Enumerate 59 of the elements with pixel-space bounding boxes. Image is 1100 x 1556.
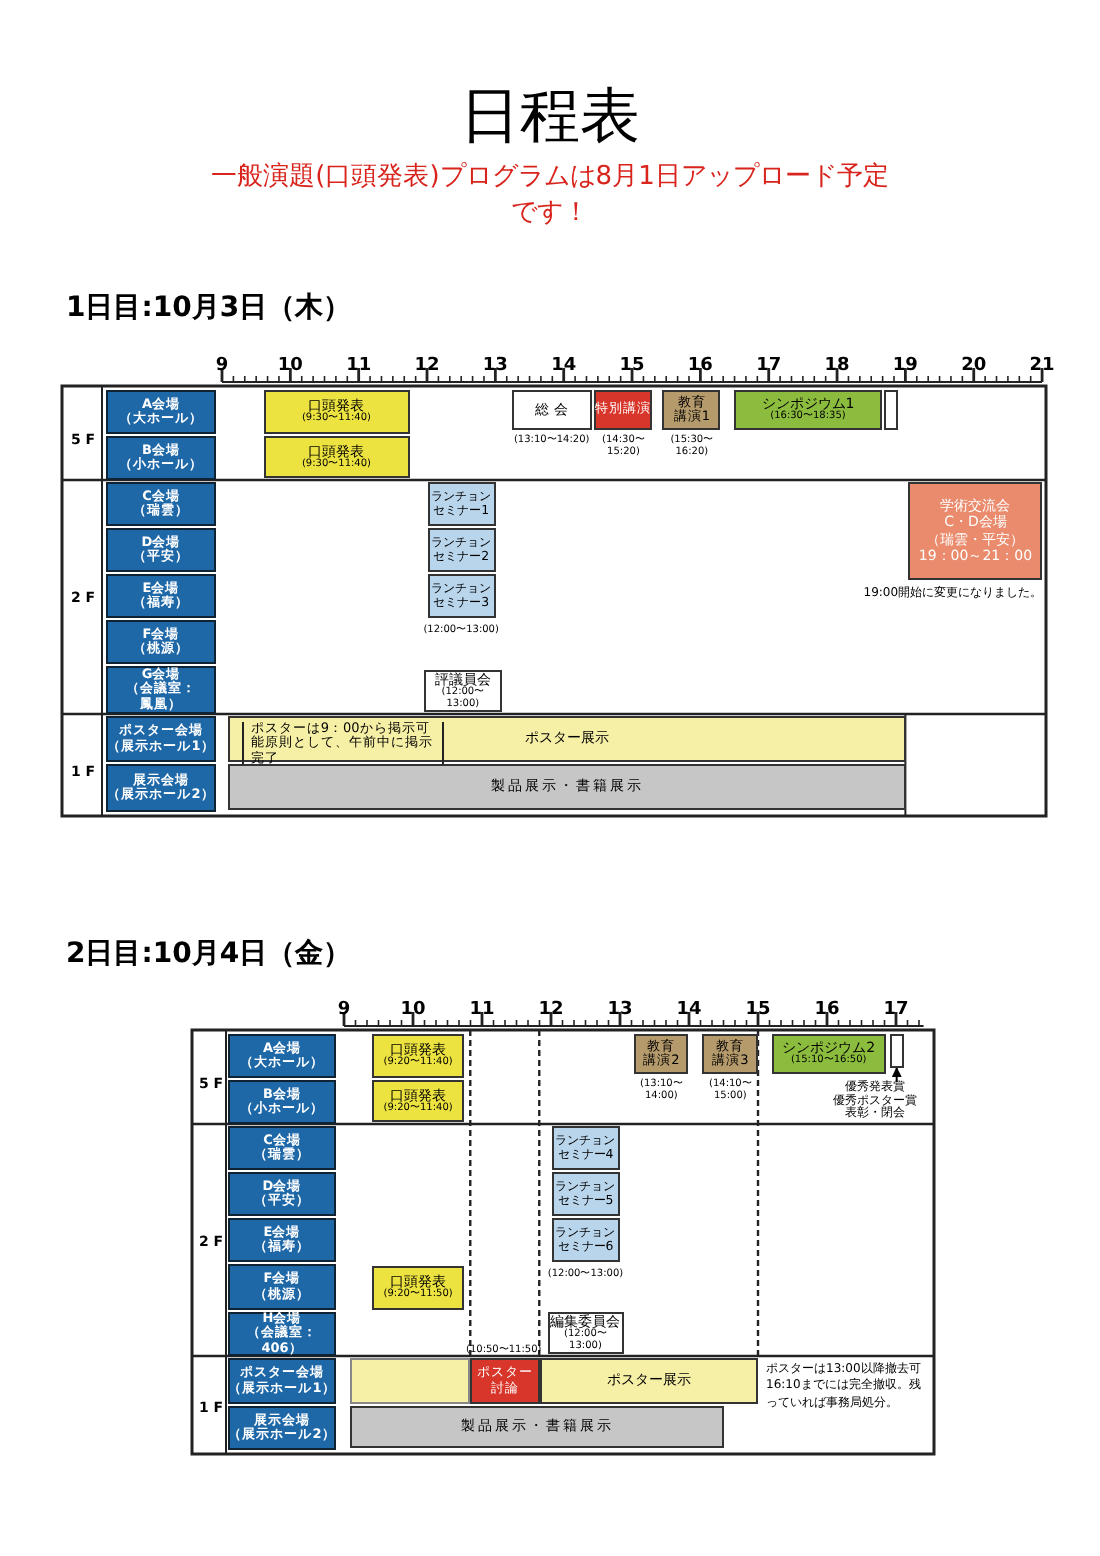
room-header xyxy=(106,528,216,572)
room-header xyxy=(106,716,216,762)
hour-label: 17 xyxy=(754,356,784,376)
room-header xyxy=(228,1034,336,1078)
room-header xyxy=(106,436,216,480)
room-header xyxy=(228,1172,336,1216)
symposium-block xyxy=(771,1034,886,1074)
room-header xyxy=(228,1218,336,1262)
hour-label: 9 xyxy=(213,356,231,376)
room-header xyxy=(106,666,216,714)
oral-session-block xyxy=(371,1034,465,1078)
hour-label: 20 xyxy=(959,356,989,376)
room-header xyxy=(228,1312,336,1356)
hour-label: 13 xyxy=(480,356,510,376)
session-block xyxy=(889,1034,905,1068)
room-header xyxy=(106,574,216,618)
hour-label: 17 xyxy=(881,1000,911,1020)
hour-label: 11 xyxy=(344,356,374,376)
session-block xyxy=(547,1312,624,1354)
session-block xyxy=(884,390,898,430)
poster-bar xyxy=(228,716,906,762)
room-header xyxy=(228,1126,336,1170)
hour-label: 12 xyxy=(412,356,442,376)
leader-arrow xyxy=(891,1067,902,1083)
hour-label: 15 xyxy=(743,1000,773,1020)
hour-label: 9 xyxy=(335,1000,353,1020)
hour-label: 10 xyxy=(275,356,305,376)
page-title: 日程表 xyxy=(458,80,642,156)
day-heading: 2日目:10月4日（金） xyxy=(66,936,352,972)
hour-label: 11 xyxy=(467,1000,497,1020)
hour-label: 14 xyxy=(549,356,579,376)
oral-session-block xyxy=(371,1080,465,1122)
hour-label: 13 xyxy=(605,1000,635,1020)
hour-label: 12 xyxy=(536,1000,566,1020)
room-header xyxy=(106,390,216,434)
oral-session-block xyxy=(371,1266,465,1310)
hour-label: 15 xyxy=(617,356,647,376)
day-heading: 1日目:10月3日（木） xyxy=(66,290,352,326)
room-header xyxy=(228,1264,336,1310)
poster-bar xyxy=(350,1358,471,1404)
reception-block xyxy=(908,482,1043,580)
room-header xyxy=(228,1358,336,1404)
notice-text: 一般演題(口頭発表)プログラムは8月1日アップロード予定です！ xyxy=(209,160,891,233)
room-header xyxy=(228,1080,336,1124)
hour-label: 21 xyxy=(1027,356,1057,376)
hour-label: 10 xyxy=(398,1000,428,1020)
room-header xyxy=(106,482,216,526)
oral-session-block xyxy=(263,436,410,478)
session-block xyxy=(423,670,503,712)
hour-label: 14 xyxy=(674,1000,704,1020)
room-header xyxy=(106,620,216,664)
room-header xyxy=(106,764,216,812)
hour-label: 16 xyxy=(812,1000,842,1020)
room-header xyxy=(228,1406,336,1450)
hour-label: 16 xyxy=(685,356,715,376)
hour-label: 18 xyxy=(822,356,852,376)
hour-label: 19 xyxy=(890,356,920,376)
oral-session-block xyxy=(263,390,410,434)
symposium-block xyxy=(734,390,882,430)
